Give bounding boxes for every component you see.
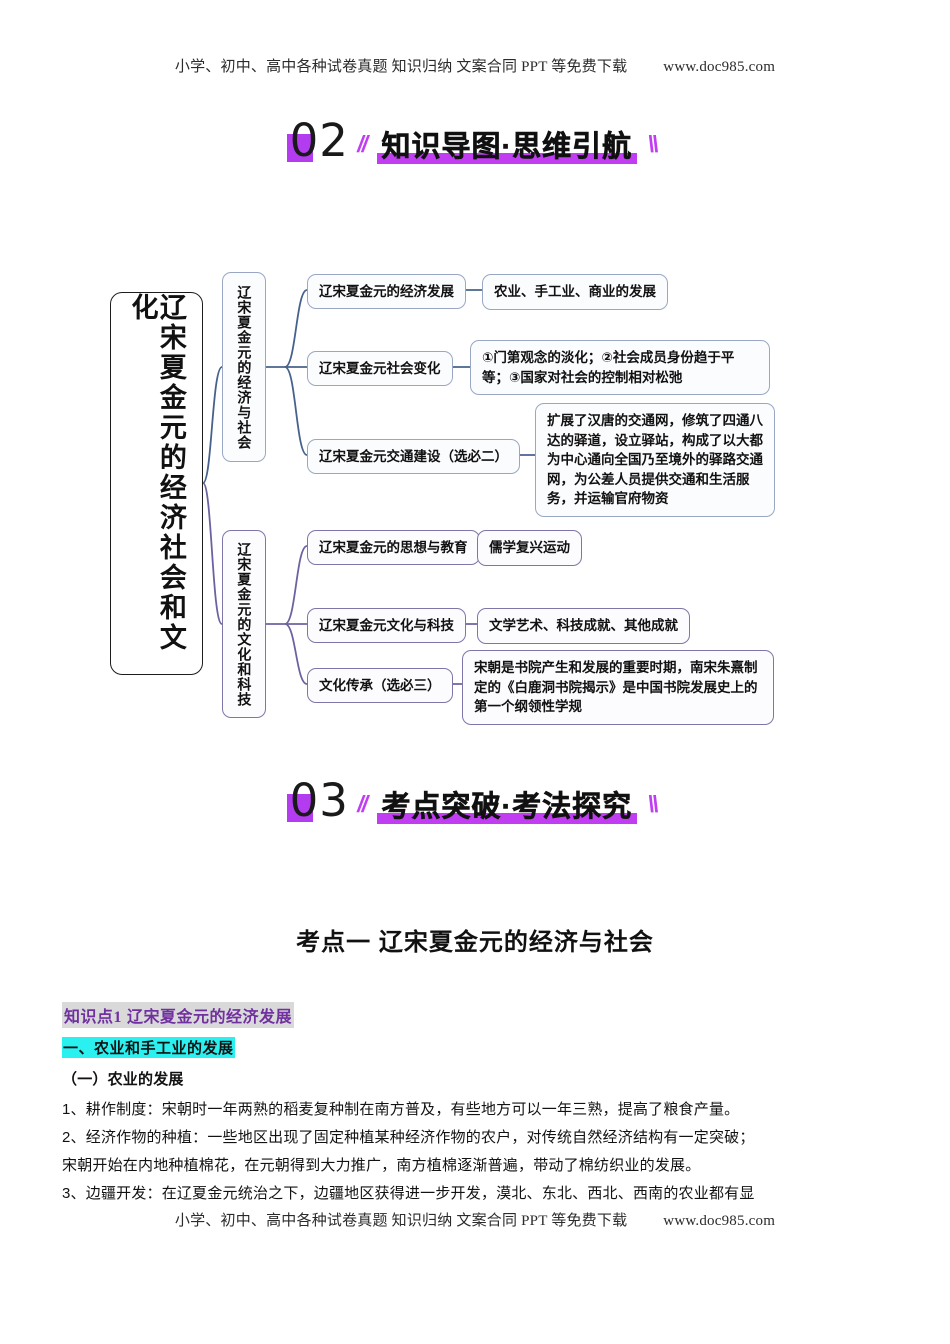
mindmap-branch-node-economy-society: 辽宋夏金元的经济与社会 [222, 272, 266, 462]
mindmap-item-label: 辽宋夏金元的思想与教育 [319, 540, 468, 555]
mindmap-item-label: 文化传承（选必三） [319, 678, 441, 693]
mindmap-detail-text: 农业、手工业、商业的发展 [494, 284, 656, 299]
page-footer-watermark: 小学、初中、高中各种试卷真题 知识归纳 文案合同 PPT 等免费下载 www.do… [0, 1209, 950, 1230]
mindmap-item-social-change: 辽宋夏金元社会变化 [307, 351, 453, 387]
mindmap-root-node: 辽宋夏金元的经济社会和文化 [110, 292, 203, 675]
mindmap-item-label: 辽宋夏金元文化与科技 [319, 618, 454, 633]
slash-decoration-left: // [357, 791, 368, 817]
mindmap-item-label: 辽宋夏金元交通建设（选必二） [319, 449, 508, 464]
section-03-number: 03 [289, 774, 349, 827]
mindmap-detail-text: 宋朝是书院产生和发展的重要时期，南宋朱熹制定的《白鹿洞书院揭示》是中国书院发展史… [474, 660, 758, 715]
section-02-number: 02 [289, 114, 349, 167]
section-02-banner: 02 // 知识导图·思维引航 \\ [0, 118, 950, 165]
mindmap-detail-economic-development: 农业、手工业、商业的发展 [482, 274, 668, 310]
mindmap-detail-text: ①门第观念的淡化；②社会成员身份趋于平等；③国家对社会的控制相对松弛 [482, 350, 735, 385]
section-03-number-wrap: 03 [286, 778, 349, 824]
mindmap-detail-social-change: ①门第观念的淡化；②社会成员身份趋于平等；③国家对社会的控制相对松弛 [470, 340, 770, 396]
slash-decoration-right: \\ [647, 131, 659, 157]
body-paragraph-3: 宋朝开始在内地种植棉花，在元朝得到大力推广，南方植棉逐渐普遍，带动了棉纺织业的发… [62, 1157, 701, 1174]
mindmap-item-thought-education: 辽宋夏金元的思想与教育 [307, 530, 480, 566]
subsection-heading-agriculture: （一）农业的发展 [62, 1071, 184, 1088]
number-square-decoration [286, 794, 313, 822]
zhishidian-label: 辽宋夏金元的经济发展 [126, 1009, 292, 1026]
zhishidian-number: 1 [113, 1009, 123, 1026]
page-header-watermark: 小学、初中、高中各种试卷真题 知识归纳 文案合同 PPT 等免费下载 www.do… [0, 55, 950, 76]
section-02-number-wrap: 02 [286, 118, 349, 164]
body-paragraph-4: 3、边疆开发：在辽夏金元统治之下，边疆地区获得进一步开发，漠北、东北、西北、西南… [62, 1185, 755, 1202]
mindmap-item-economic-development: 辽宋夏金元的经济发展 [307, 274, 466, 310]
title-underbar-decoration [376, 153, 638, 164]
number-square-decoration [286, 134, 313, 162]
mindmap-branch-label: 辽宋夏金元的经济与社会 [236, 284, 253, 450]
mindmap-diagram: 辽宋夏金元的经济社会和文化 辽宋夏金元的经济与社会 辽宋夏金元的经济发展 农业、… [0, 250, 950, 750]
mindmap-item-cultural-heritage: 文化传承（选必三） [307, 668, 453, 704]
section-03-banner: 03 // 考点突破·考法探究 \\ [0, 778, 950, 825]
mindmap-detail-culture-technology: 文学艺术、科技成就、其他成就 [477, 608, 690, 644]
watermark-url: www.doc985.com [663, 59, 776, 75]
zhishidian-heading: 知识点1 辽宋夏金元的经济发展 [62, 1002, 294, 1028]
mindmap-branch-label: 辽宋夏金元的文化和科技 [236, 541, 253, 707]
section-02-title: 知识导图·思维引航 [381, 131, 633, 164]
mindmap-item-label: 辽宋夏金元社会变化 [319, 361, 441, 376]
mindmap-detail-text: 儒学复兴运动 [489, 540, 570, 555]
mindmap-detail-thought-education: 儒学复兴运动 [477, 530, 582, 566]
mindmap-item-transport-construction: 辽宋夏金元交通建设（选必二） [307, 439, 520, 475]
zhishidian-prefix: 知识点 [64, 1009, 114, 1026]
body-paragraph-1: 1、耕作制度：宋朝时一年两熟的稻麦复种制在南方普及，有些地方可以一年三熟，提高了… [62, 1101, 740, 1118]
mindmap-detail-cultural-heritage: 宋朝是书院产生和发展的重要时期，南宋朱熹制定的《白鹿洞书院揭示》是中国书院发展史… [462, 650, 774, 725]
section-02-title-row: // 知识导图·思维引航 \\ [353, 123, 660, 165]
slash-decoration-left: // [357, 131, 368, 157]
title-underbar-decoration [376, 813, 638, 824]
slash-decoration-right: \\ [647, 791, 659, 817]
section-03-title-row: // 考点突破·考法探究 \\ [353, 783, 660, 825]
watermark-text: 小学、初中、高中各种试卷真题 知识归纳 文案合同 PPT 等免费下载 [174, 1213, 628, 1229]
mindmap-detail-transport-construction: 扩展了汉唐的交通网，修筑了四通八达的驿道，设立驿站，构成了以大都为中心通向全国乃… [535, 403, 775, 517]
watermark-url: www.doc985.com [663, 1213, 776, 1229]
kaodian-heading: 考点一 辽宋夏金元的经济与社会 [296, 929, 654, 956]
mindmap-branch-node-culture-technology: 辽宋夏金元的文化和科技 [222, 530, 266, 718]
mindmap-item-label: 辽宋夏金元的经济发展 [319, 284, 454, 299]
mindmap-detail-text: 文学艺术、科技成就、其他成就 [489, 618, 678, 633]
section-subheading-agriculture-handicraft: 一、农业和手工业的发展 [62, 1037, 235, 1058]
mindmap-detail-text: 扩展了汉唐的交通网，修筑了四通八达的驿道，设立驿站，构成了以大都为中心通向全国乃… [547, 413, 763, 507]
section-02-title-wrap: 知识导图·思维引航 [375, 123, 640, 165]
body-paragraph-2: 2、经济作物的种植：一些地区出现了固定种植某种经济作物的农户，对传统自然经济结构… [62, 1129, 755, 1146]
mindmap-item-culture-technology: 辽宋夏金元文化与科技 [307, 608, 466, 644]
section-03-title-wrap: 考点突破·考法探究 [375, 783, 640, 825]
watermark-text: 小学、初中、高中各种试卷真题 知识归纳 文案合同 PPT 等免费下载 [174, 59, 628, 75]
section-03-title: 考点突破·考法探究 [381, 791, 633, 824]
mindmap-root-label: 辽宋夏金元的经济社会和文化 [127, 293, 186, 653]
